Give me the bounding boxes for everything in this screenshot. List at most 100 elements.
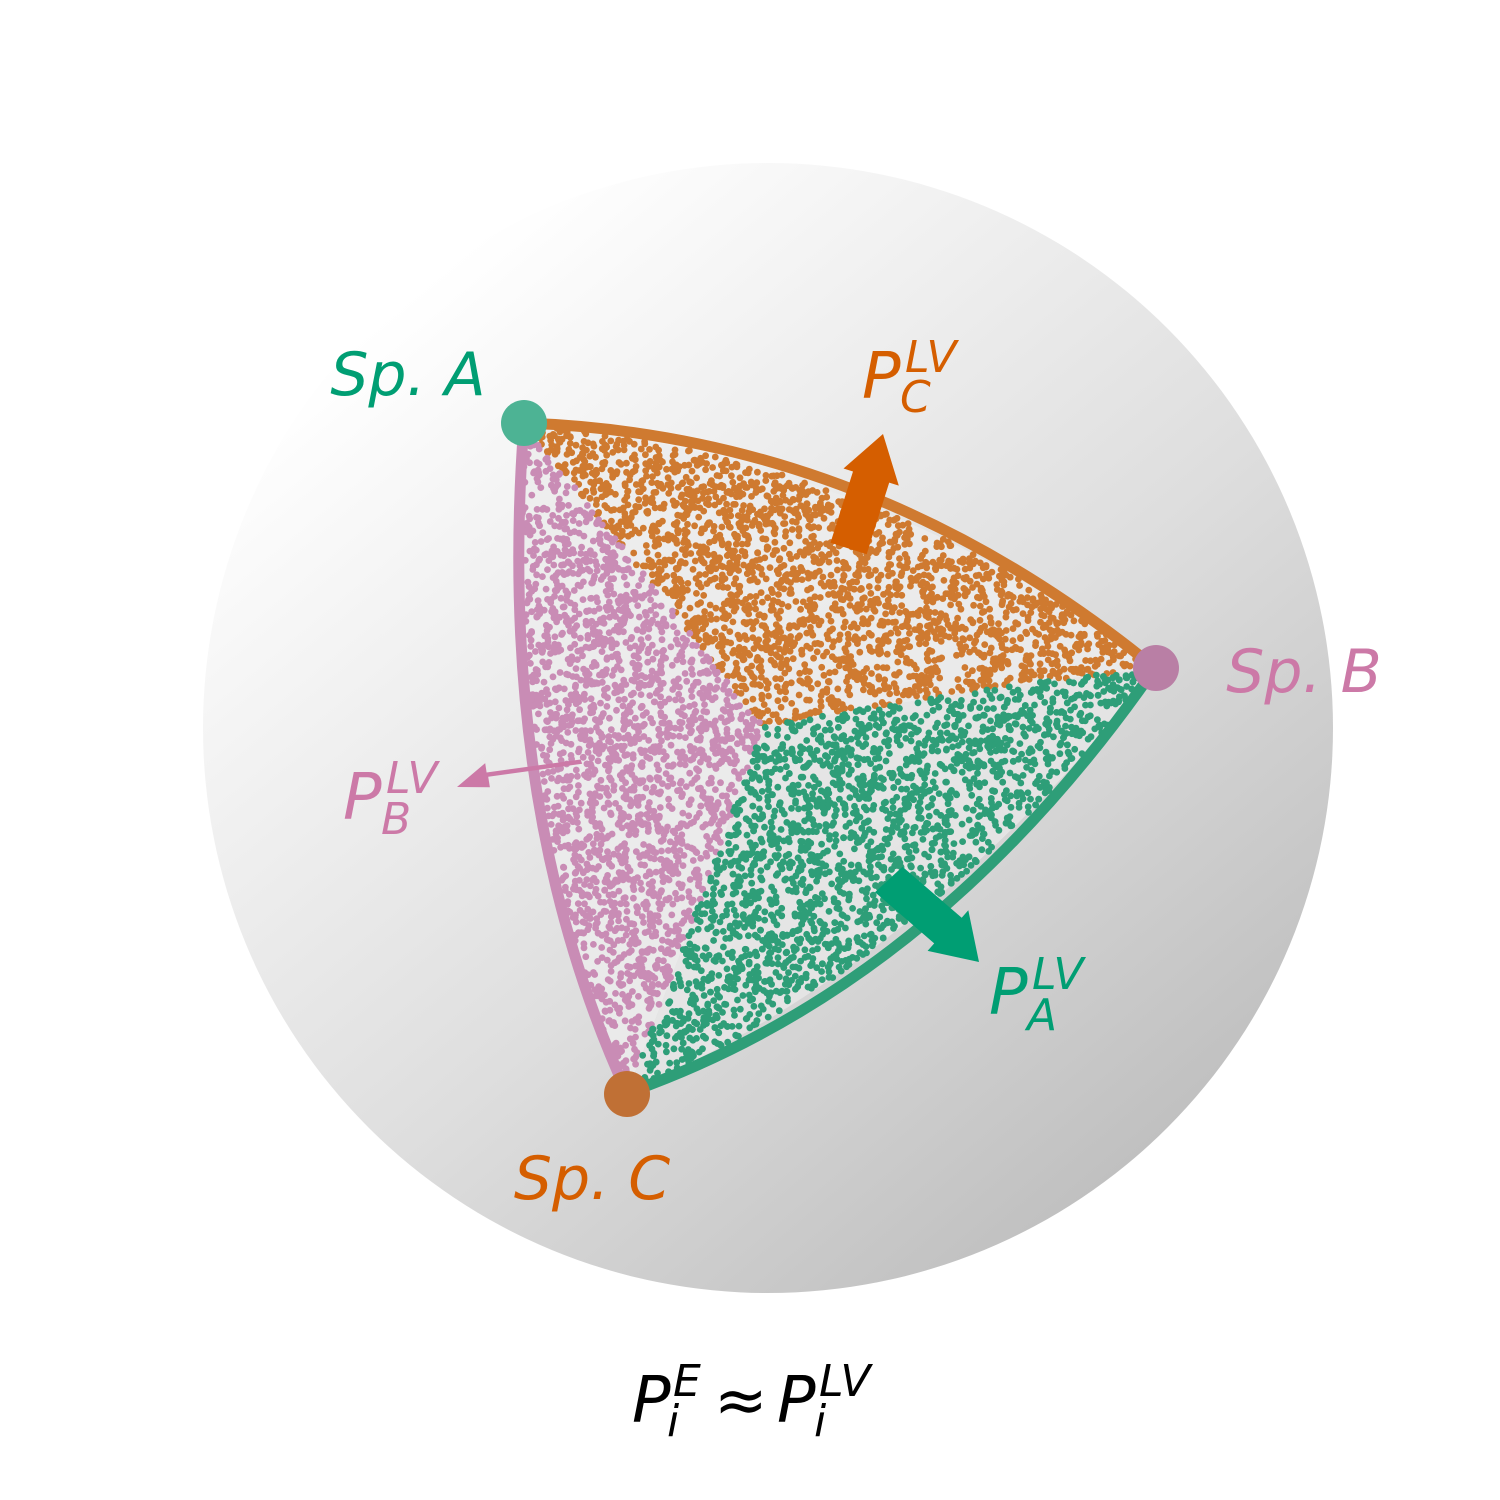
scatter-point xyxy=(900,564,908,572)
scatter-point xyxy=(712,725,719,733)
scatter-point xyxy=(686,876,694,883)
scatter-point xyxy=(662,729,670,737)
scatter-point xyxy=(712,533,720,541)
scatter-point xyxy=(778,634,785,642)
scatter-point xyxy=(780,562,788,569)
scatter-point xyxy=(646,913,654,921)
scatter-point xyxy=(774,566,782,574)
scatter-point xyxy=(977,584,985,592)
scatter-point xyxy=(676,936,684,943)
scatter-point xyxy=(823,631,831,639)
scatter-point xyxy=(746,562,754,570)
scatter-point xyxy=(691,503,699,511)
scatter-point xyxy=(623,581,631,589)
scatter-point xyxy=(676,576,684,583)
scatter-point xyxy=(635,665,642,673)
scatter-point xyxy=(642,451,649,459)
scatter-point xyxy=(610,590,618,598)
scatter-point xyxy=(929,558,937,566)
scatter-point xyxy=(539,573,546,580)
scatter-point xyxy=(702,452,709,460)
scatter-point xyxy=(575,782,582,789)
scatter-point xyxy=(686,769,694,777)
scatter-point xyxy=(723,489,731,496)
scatter-point xyxy=(752,618,760,625)
scatter-point xyxy=(671,551,679,558)
scatter-point xyxy=(725,612,732,620)
scatter-point xyxy=(663,857,671,864)
scatter-point xyxy=(608,644,616,652)
scatter-point xyxy=(834,566,841,574)
scatter-point xyxy=(883,664,891,672)
scatter-point xyxy=(612,756,620,764)
scatter-point xyxy=(676,760,684,768)
scatter-point xyxy=(1003,646,1010,654)
scatter-point xyxy=(718,632,725,639)
scatter-point xyxy=(912,847,920,854)
scatter-point xyxy=(780,520,787,527)
scatter-point xyxy=(864,618,871,626)
scatter-point xyxy=(729,600,736,608)
scatter-point xyxy=(615,804,623,812)
scatter-point xyxy=(582,727,589,735)
scatter-point xyxy=(778,505,786,513)
scatter-point xyxy=(854,601,862,609)
scatter-point xyxy=(665,795,672,803)
scatter-point xyxy=(569,562,576,570)
scatter-point xyxy=(585,834,592,842)
scatter-point xyxy=(1020,675,1027,683)
scatter-point xyxy=(1107,649,1114,657)
scatter-point xyxy=(609,672,616,679)
scatter-point xyxy=(596,846,604,854)
scatter-point xyxy=(803,696,810,704)
scatter-point xyxy=(883,650,891,658)
scatter-point xyxy=(586,915,594,922)
scatter-point xyxy=(923,676,931,684)
scatter-point xyxy=(649,522,657,530)
scatter-point xyxy=(762,477,770,484)
scatter-point xyxy=(583,860,591,868)
scatter-point xyxy=(549,768,557,775)
scatter-point xyxy=(554,569,562,577)
scatter-point xyxy=(660,982,667,990)
scatter-point xyxy=(951,595,958,603)
scatter-point xyxy=(811,602,819,610)
scatter-point xyxy=(576,886,583,894)
scatter-point xyxy=(555,685,562,692)
scatter-point xyxy=(691,557,699,565)
scatter-point xyxy=(584,439,592,447)
scatter-point xyxy=(606,997,614,1005)
scatter-point xyxy=(667,484,675,492)
scatter-point xyxy=(616,954,624,962)
scatter-point xyxy=(833,557,841,564)
scatter-point xyxy=(643,612,650,619)
scatter-point xyxy=(924,622,931,630)
scatter-point xyxy=(609,449,617,456)
scatter-point xyxy=(746,593,754,600)
scatter-point xyxy=(663,465,670,473)
scatter-point xyxy=(734,730,742,738)
scatter-point xyxy=(726,506,734,514)
scatter-point xyxy=(769,551,777,558)
scatter-point xyxy=(1004,677,1011,684)
scatter-point xyxy=(715,509,723,517)
scatter-point xyxy=(689,670,696,678)
scatter-point xyxy=(617,970,625,978)
scatter-point xyxy=(628,1018,636,1025)
scatter-point xyxy=(562,883,569,891)
scatter-point xyxy=(826,669,833,677)
scatter-point xyxy=(828,880,836,888)
scatter-point xyxy=(805,488,812,496)
scatter-point xyxy=(653,990,661,998)
scatter-point xyxy=(966,564,974,572)
scatter-point xyxy=(549,512,557,519)
scatter-point xyxy=(897,572,905,579)
scatter-point xyxy=(646,774,653,782)
scatter-point xyxy=(711,635,719,643)
scatter-point xyxy=(806,607,814,615)
scatter-point xyxy=(532,648,539,655)
scatter-point xyxy=(761,612,768,620)
scatter-point xyxy=(652,589,660,596)
scatter-point xyxy=(713,472,721,479)
scatter-point xyxy=(721,624,728,632)
